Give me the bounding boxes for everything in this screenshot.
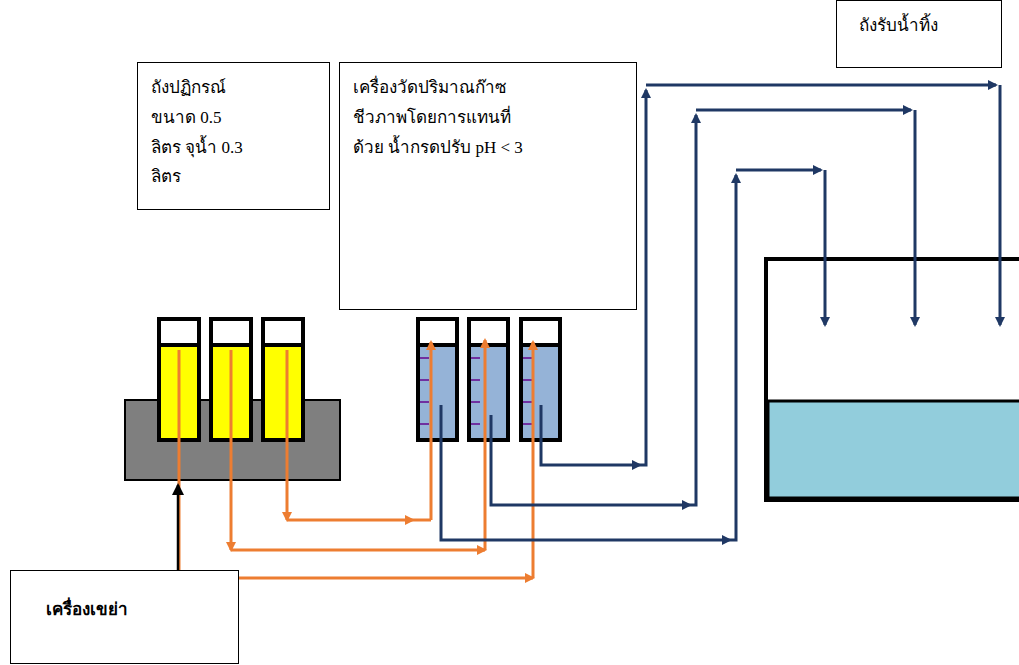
waste-water — [768, 401, 1019, 498]
waste-tank — [766, 259, 1019, 500]
label-text: เครื่องเขย่า — [46, 595, 230, 625]
gas-lines — [179, 340, 533, 578]
leader-arrow — [177, 485, 180, 570]
gas-meter-label-box: เครื่องวัดปริมาณก๊าซ ชีวภาพโดยการแทนที่ด… — [339, 62, 637, 310]
waste-tank-label-box: ถังรับน้ำทิ้ง — [836, 0, 1002, 68]
label-text: เครื่องวัดปริมาณก๊าซ ชีวภาพโดยการแทนที่ด… — [353, 73, 523, 162]
graduation-marks — [420, 358, 532, 424]
label-text: ถังรับน้ำทิ้ง — [859, 11, 993, 41]
shaker-label-box: เครื่องเขย่า — [10, 570, 239, 664]
label-text: ถังปฏิกรณ์ ขนาด 0.5 ลิตร จุน้ำ 0.3 ลิตร — [151, 73, 251, 192]
gas-meter-tubes — [418, 319, 560, 440]
reactor-label-box: ถังปฏิกรณ์ ขนาด 0.5 ลิตร จุน้ำ 0.3 ลิตร — [137, 62, 330, 210]
